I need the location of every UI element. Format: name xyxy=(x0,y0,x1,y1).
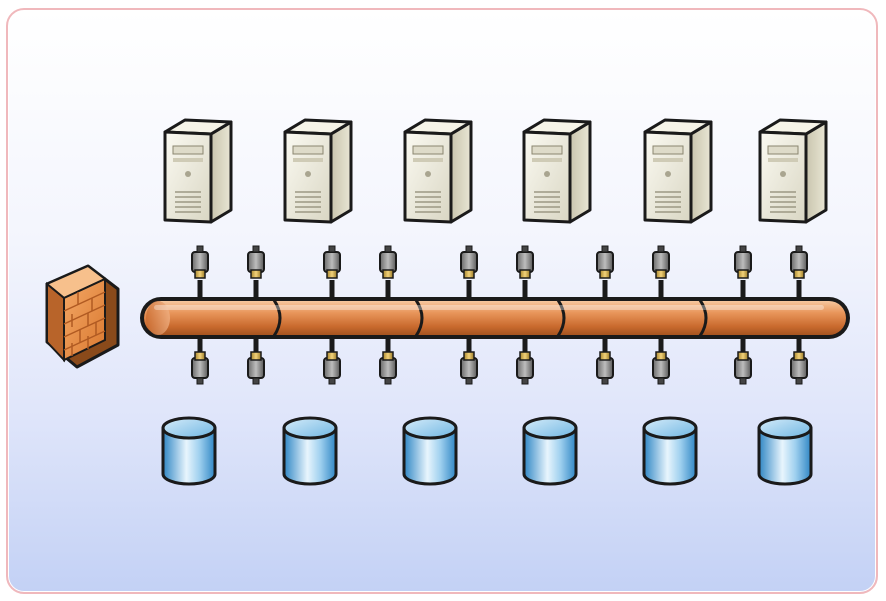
storage-row xyxy=(161,416,813,486)
database-cylinder-icon xyxy=(522,416,578,486)
bus-segment-joint xyxy=(556,299,566,337)
server-tower-icon xyxy=(163,118,233,224)
database-cylinder-icon xyxy=(642,416,698,486)
network-plug-icon xyxy=(460,245,478,300)
network-plug-icon xyxy=(191,330,209,385)
database-cylinder-icon xyxy=(282,416,338,486)
server-tower-icon xyxy=(643,118,713,224)
firewall-icon xyxy=(45,264,120,369)
servers-row xyxy=(163,118,828,224)
network-plug-icon xyxy=(323,245,341,300)
network-plug-icon xyxy=(596,245,614,300)
network-plug-icon xyxy=(790,245,808,300)
bus-segment-joint xyxy=(414,299,424,337)
server-tower-icon xyxy=(522,118,592,224)
network-plug-icon xyxy=(191,245,209,300)
network-plug-icon xyxy=(247,245,265,300)
bus-segment-joint xyxy=(272,299,282,337)
server-tower-icon xyxy=(403,118,473,224)
bus-segment-joint xyxy=(698,299,708,337)
network-plug-icon xyxy=(379,245,397,300)
bus-highlight xyxy=(154,305,824,310)
network-plug-icon xyxy=(516,245,534,300)
network-plug-icon xyxy=(734,245,752,300)
database-cylinder-icon xyxy=(757,416,813,486)
database-cylinder-icon xyxy=(402,416,458,486)
bus-end-cap xyxy=(146,301,170,335)
network-plug-icon xyxy=(652,245,670,300)
database-cylinder-icon xyxy=(161,416,217,486)
server-tower-icon xyxy=(283,118,353,224)
server-tower-icon xyxy=(758,118,828,224)
network-bus xyxy=(140,297,850,339)
bus-body xyxy=(144,301,846,335)
